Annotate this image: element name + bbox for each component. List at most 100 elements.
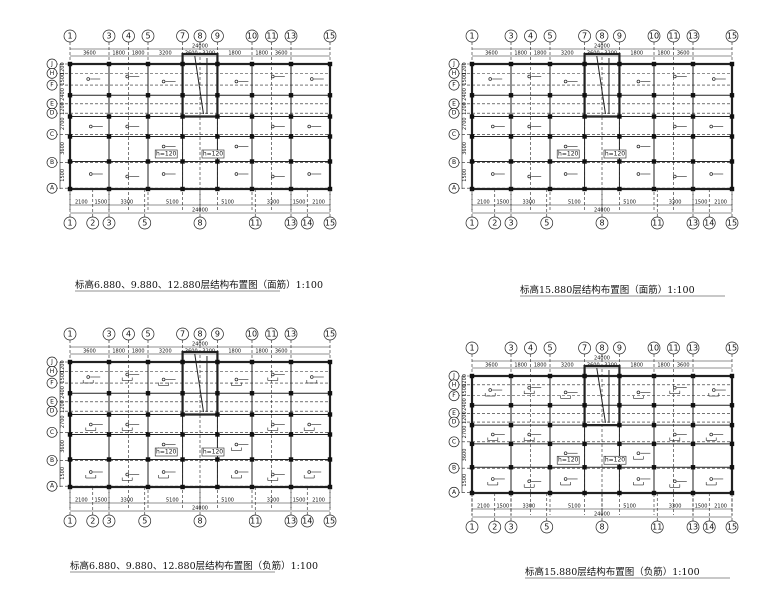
column — [327, 93, 333, 98]
slab-thickness-box — [154, 447, 178, 457]
column — [106, 457, 112, 462]
axis-bubble-top — [686, 341, 700, 355]
column — [651, 403, 657, 408]
dim-bottom: 5100 — [568, 504, 581, 510]
drawing-title: 标高6.880、9.880、12.880层结构布置图（负筋）1:100 — [70, 560, 318, 572]
axis-bubble-top — [245, 327, 259, 341]
column — [547, 93, 553, 98]
dim-top: 3600 — [485, 363, 498, 369]
axis-label-bottom: 14 — [302, 517, 312, 526]
column — [547, 373, 553, 379]
axis-bubble-top — [63, 29, 77, 43]
rebar-mark — [491, 432, 495, 437]
axis-label-bottom: 14 — [302, 219, 312, 228]
column — [582, 186, 587, 192]
column — [582, 403, 587, 408]
column — [145, 134, 151, 139]
column — [651, 490, 657, 496]
axis-label-bottom: 14 — [704, 219, 714, 228]
column — [215, 359, 220, 365]
dim-top: 1800 — [657, 363, 670, 369]
axis-label-top: 10 — [649, 344, 659, 353]
dim-top: 1800 — [630, 51, 643, 57]
column — [469, 441, 475, 447]
column — [617, 61, 622, 67]
dim-bottom: 2100 — [312, 498, 325, 504]
rebar-mark — [125, 372, 129, 377]
axis-label-left: J — [452, 373, 455, 380]
column — [729, 441, 735, 447]
rebar-mark — [709, 172, 713, 176]
column — [651, 422, 657, 428]
column — [582, 114, 587, 119]
column — [106, 93, 112, 98]
axis-label-left: D — [452, 110, 457, 117]
rebar-mark — [271, 422, 275, 427]
axis-bubble-bottom — [540, 520, 554, 534]
axis-label-bottom: 8 — [197, 219, 202, 228]
slab-thickness-box — [556, 149, 580, 159]
axis-label-bottom: 13 — [688, 523, 698, 532]
column — [617, 465, 622, 470]
column — [180, 61, 185, 67]
axis-label-top: 9 — [617, 32, 622, 41]
axis-bubble-left — [448, 462, 460, 474]
axis-label-top: 11 — [266, 32, 276, 41]
column — [288, 134, 294, 139]
column — [729, 93, 735, 98]
axis-label-top: 8 — [197, 32, 202, 41]
axis-label-top: 10 — [247, 330, 257, 339]
rebar-mark — [491, 477, 495, 481]
rebar-mark — [527, 124, 531, 129]
axis-bubble-top — [122, 327, 135, 341]
column — [249, 412, 255, 417]
axis-label-top: 8 — [599, 32, 604, 41]
stair-line — [194, 353, 204, 413]
dim-left: 1500 — [462, 169, 468, 182]
axis-bubble-bottom — [595, 520, 609, 534]
column — [690, 465, 696, 470]
axis-bubble-bottom — [488, 216, 502, 230]
column — [215, 391, 220, 396]
axis-label-bottom: 5 — [544, 523, 549, 532]
axis-bubble-top — [578, 341, 591, 355]
axis-bubble-left — [46, 366, 58, 377]
column — [469, 373, 475, 379]
axis-bubble-left — [46, 68, 58, 79]
dim-left: 1200 — [462, 62, 468, 75]
rebar-mark — [673, 385, 677, 390]
axis-bubble-bottom — [86, 216, 100, 230]
axis-bubble-top — [63, 327, 77, 341]
column — [651, 134, 657, 139]
axis-bubble-top — [465, 29, 479, 43]
slab-thickness-label: h=120 — [156, 449, 176, 456]
axis-bubble-top — [647, 341, 661, 355]
column — [617, 441, 622, 447]
column — [180, 359, 185, 365]
column — [288, 412, 294, 417]
axis-bubble-top — [141, 327, 155, 341]
axis-bubble-bottom — [63, 514, 77, 528]
column — [547, 465, 553, 470]
slab-thickness-label: h=120 — [203, 151, 223, 158]
dim-bottom: 2100 — [714, 200, 727, 206]
axis-label-top: 4 — [528, 344, 533, 353]
axis-bubble-bottom — [702, 520, 716, 534]
dim-top: 3200 — [561, 51, 574, 57]
rebar-mark — [125, 124, 129, 129]
column — [249, 484, 255, 490]
axis-bubble-top — [211, 327, 224, 341]
rebar-mark — [491, 124, 495, 129]
column — [651, 114, 657, 119]
column — [67, 61, 73, 67]
dim-top: 3200 — [159, 51, 172, 57]
axis-label-top: 15 — [727, 32, 737, 41]
column — [617, 422, 622, 428]
axis-label-bottom: 14 — [704, 523, 714, 532]
dim-top: 1800 — [228, 349, 241, 355]
axis-label-top: 1 — [469, 32, 474, 41]
dim-left: 2400 — [462, 88, 468, 101]
column — [288, 391, 294, 396]
column — [582, 373, 587, 379]
dim-left: 3600 — [60, 440, 66, 453]
